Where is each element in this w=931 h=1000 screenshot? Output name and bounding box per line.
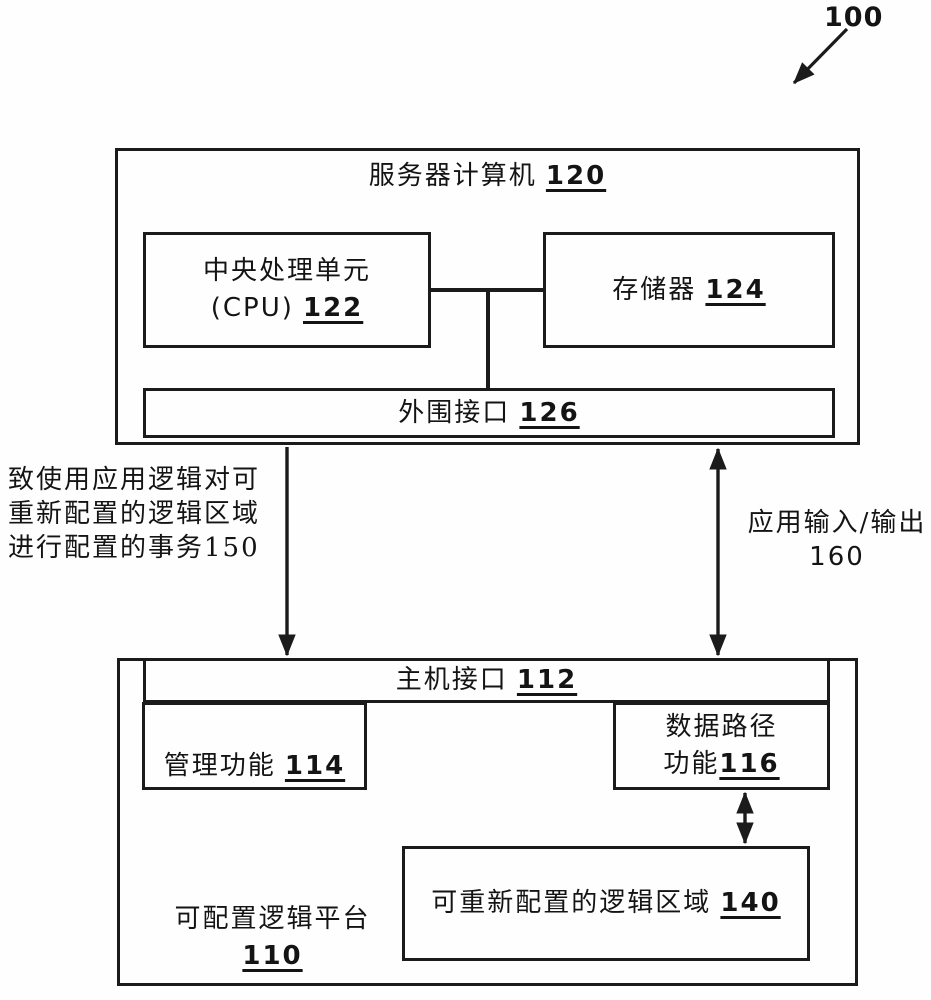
host-interface-title: 主机接口 112 — [396, 662, 577, 699]
host-interface-ref: 112 — [516, 665, 578, 695]
reconfigurable-logic-region-box: 可重新配置的逻辑区域 140 — [402, 846, 810, 961]
management-function-title: 管理功能 114 — [164, 748, 345, 785]
figure-reference-label: 100 — [824, 2, 884, 33]
memory-title: 存储器 124 — [612, 272, 765, 309]
data-path-label: 功能 — [663, 749, 720, 779]
peripheral-interface-box: 外围接口 126 — [143, 388, 835, 438]
transaction-annotation: 致使用应用逻辑对可 重新配置的逻辑区域 进行配置的事务150 — [8, 463, 284, 565]
data-path-line2: 功能116 — [663, 746, 779, 783]
memory-ref: 124 — [705, 274, 766, 305]
cpu-ref: 122 — [302, 293, 364, 323]
application-io-line2: 160 — [809, 542, 865, 572]
peripheral-interface-title: 外围接口 126 — [398, 395, 579, 432]
cpu-label-line2: (CPU) 122 — [211, 290, 364, 327]
platform-caption: 可配置逻辑平台 110 — [150, 901, 395, 975]
transaction-annotation-line2: 重新配置的逻辑区域 — [8, 499, 261, 529]
platform-ref: 110 — [242, 941, 303, 971]
reconfigurable-logic-region-ref: 140 — [720, 888, 781, 918]
reconfigurable-logic-region-label: 可重新配置的逻辑区域 — [431, 888, 712, 918]
application-io-annotation: 应用输入/输出 160 — [741, 506, 931, 574]
management-function-label: 管理功能 — [163, 751, 276, 781]
data-path-line1: 数据路径 — [665, 712, 778, 742]
host-interface-box: 主机接口 112 — [143, 658, 830, 703]
cpu-abbreviation: (CPU) — [210, 293, 294, 323]
memory-box: 存储器 124 — [543, 232, 835, 348]
platform-caption-line1: 可配置逻辑平台 — [174, 904, 371, 934]
transaction-annotation-line1: 致使用应用逻辑对可 — [8, 465, 261, 495]
memory-label: 存储器 — [612, 274, 697, 305]
peripheral-interface-ref: 126 — [519, 397, 580, 428]
transaction-annotation-line3: 进行配置的事务150 — [8, 533, 260, 563]
reconfigurable-logic-region-title: 可重新配置的逻辑区域 140 — [431, 885, 780, 922]
server-computer-label: 服务器计算机 — [368, 161, 537, 191]
management-function-box: 管理功能 114 — [142, 702, 367, 790]
figure-reference-arrow — [792, 27, 849, 85]
platform-caption-line2: 110 — [150, 938, 395, 975]
server-computer-ref: 120 — [545, 161, 607, 191]
cpu-label-line1: 中央处理单元 — [202, 256, 371, 286]
data-path-ref: 116 — [719, 749, 780, 779]
management-function-ref: 114 — [284, 751, 346, 781]
host-interface-label: 主机接口 — [395, 665, 508, 695]
data-path-function-box: 数据路径 功能116 — [613, 702, 830, 790]
cpu-box: 中央处理单元 (CPU) 122 — [143, 232, 431, 348]
peripheral-interface-label: 外围接口 — [398, 397, 511, 428]
server-computer-title: 服务器计算机 120 — [369, 158, 606, 195]
application-io-line1: 应用输入/输出 — [747, 508, 927, 538]
